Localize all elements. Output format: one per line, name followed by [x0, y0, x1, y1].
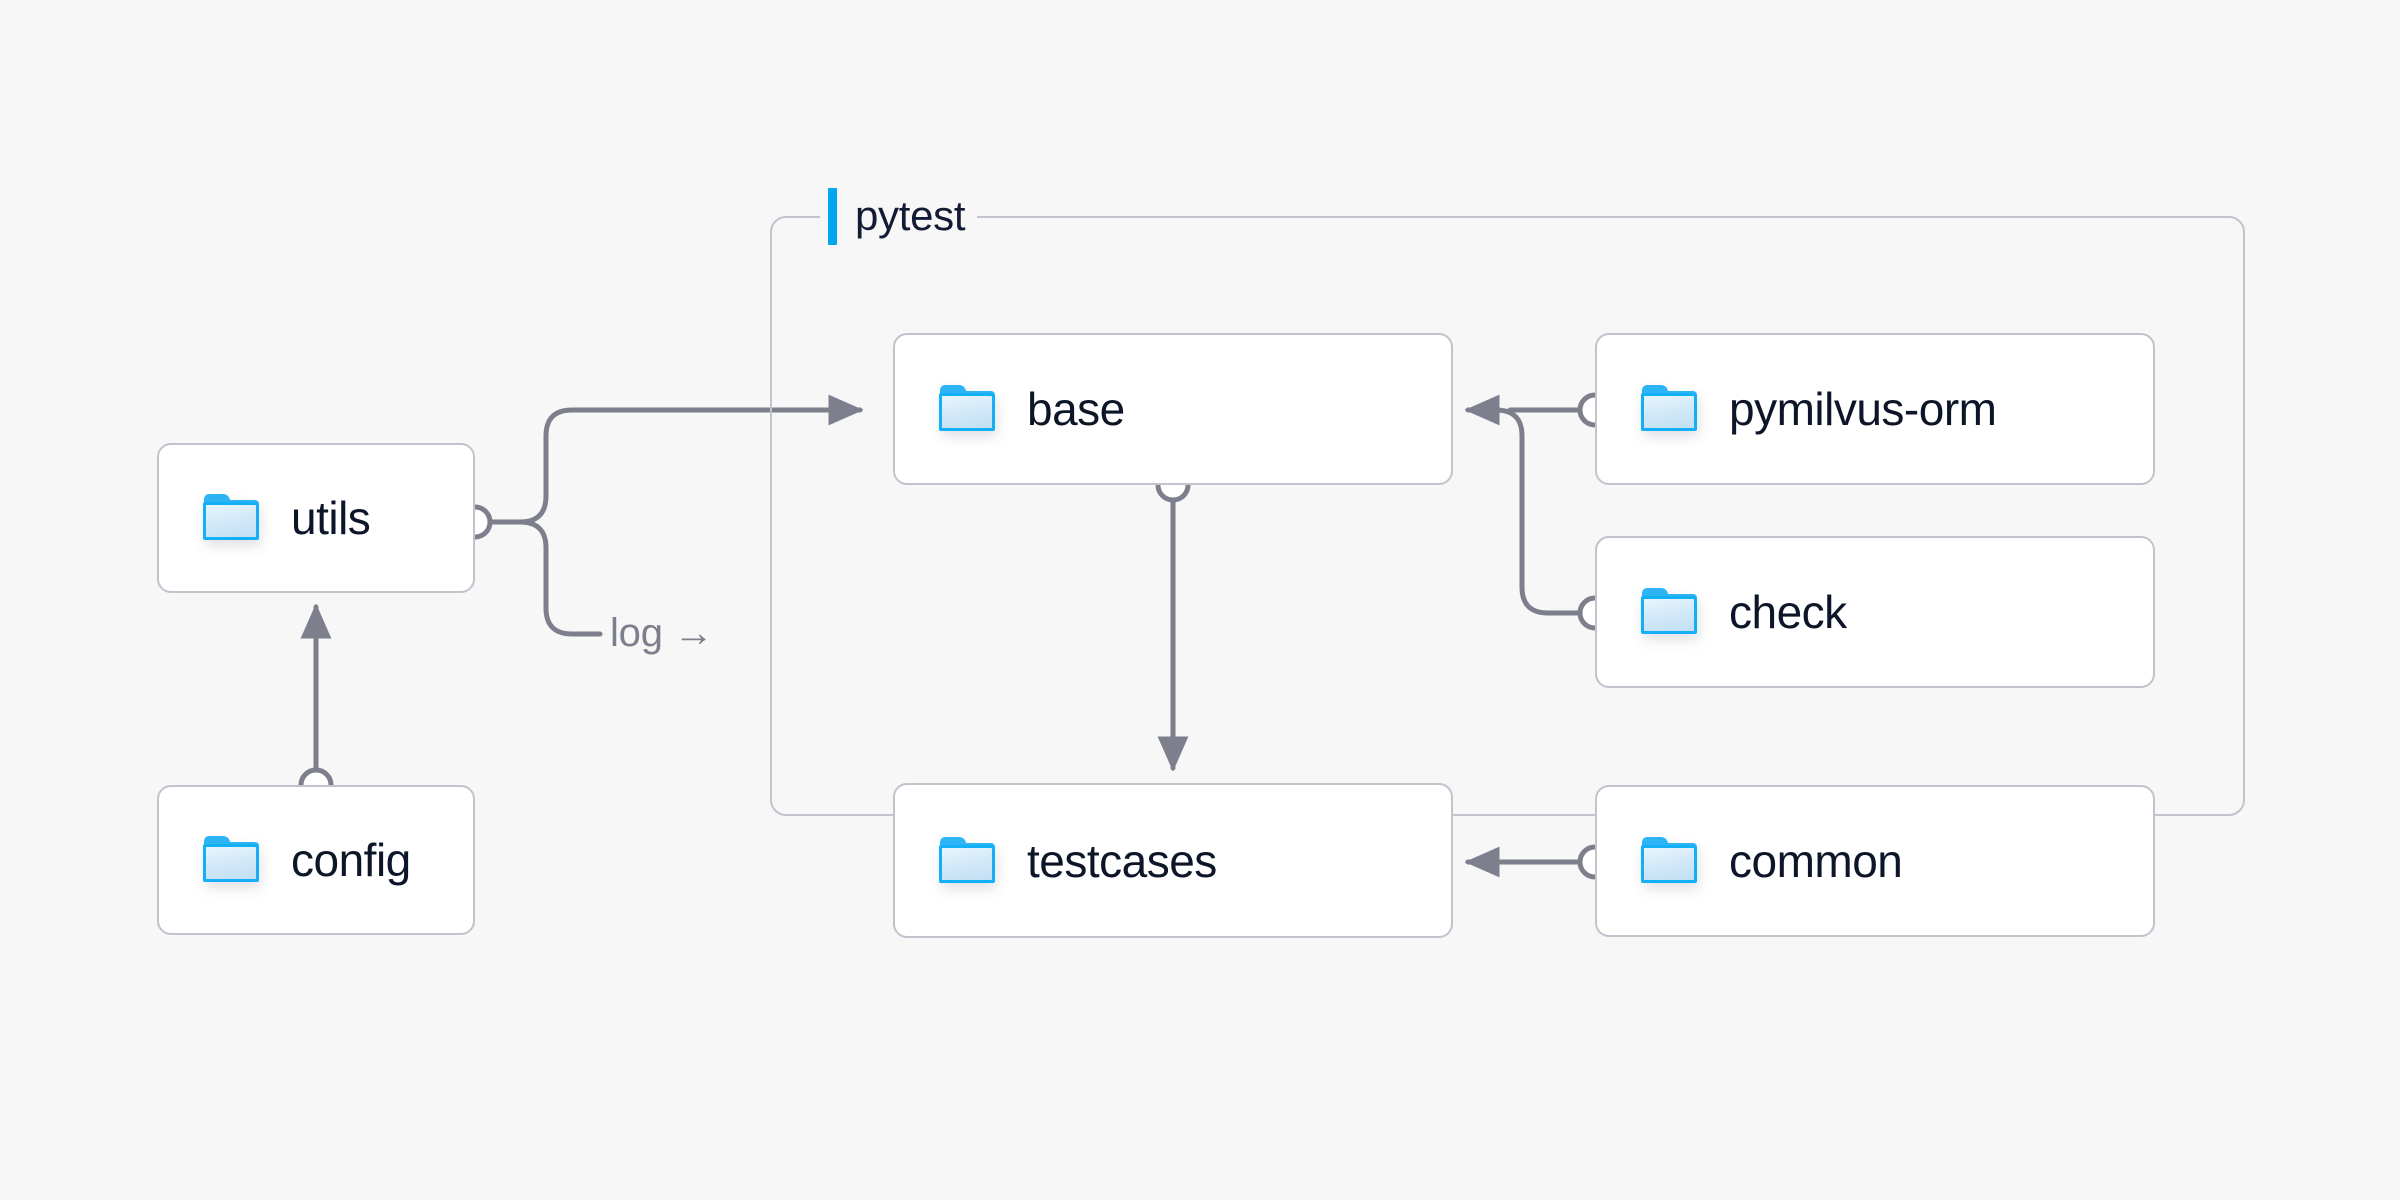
node-label-utils: utils: [291, 492, 371, 544]
accent-bar-icon: [828, 187, 837, 245]
folder-icon: [939, 836, 997, 885]
folder-icon: [203, 836, 261, 884]
node-label-testcases: testcases: [1027, 834, 1217, 887]
folder-icon: [1641, 588, 1699, 636]
group-label-pytest: pytest: [820, 186, 978, 246]
folder-icon: [203, 494, 261, 542]
edge-config-utils: [298, 603, 334, 803]
node-label-common: common: [1729, 835, 1903, 887]
edge-common-testcases: [1464, 844, 1613, 880]
node-utils[interactable]: utils: [157, 443, 475, 593]
node-check[interactable]: check: [1595, 536, 2155, 688]
group-container-pytest: [770, 216, 2245, 816]
node-label-check: check: [1729, 586, 1847, 638]
node-common[interactable]: common: [1595, 785, 2155, 937]
node-label-pymilvus-orm: pymilvus-orm: [1729, 383, 1997, 435]
node-base[interactable]: base: [893, 333, 1453, 485]
node-testcases[interactable]: testcases: [893, 783, 1453, 938]
node-label-base: base: [1027, 383, 1125, 435]
folder-icon: [1641, 837, 1699, 885]
node-config[interactable]: config: [157, 785, 475, 935]
edge-utils-log: [472, 519, 603, 637]
edge-label-log: log →: [604, 613, 720, 653]
folder-icon: [939, 385, 997, 433]
group-title-text: pytest: [855, 192, 966, 239]
node-label-config: config: [291, 834, 411, 886]
node-pymilvus-orm[interactable]: pymilvus-orm: [1595, 333, 2155, 485]
folder-icon: [1641, 385, 1699, 433]
